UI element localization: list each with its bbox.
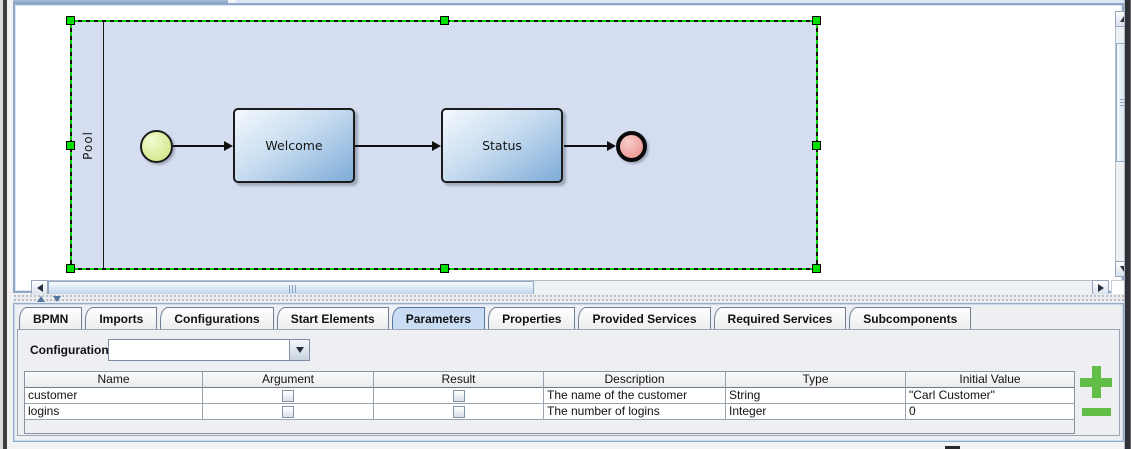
task-status[interactable]: Status: [441, 108, 563, 183]
cell-description[interactable]: The number of logins: [544, 404, 726, 420]
thumb-grip-icon: [289, 285, 297, 293]
tab-start-elements[interactable]: Start Elements: [276, 307, 389, 329]
argument-checkbox[interactable]: [282, 405, 294, 418]
tab-required-services[interactable]: Required Services: [713, 307, 847, 329]
pool-label: Pool: [80, 130, 95, 160]
combobox-dropdown-button[interactable]: [289, 340, 309, 360]
tab-parameters[interactable]: Parameters: [391, 307, 486, 329]
column-header-name: Name: [25, 372, 203, 388]
horizontal-scrollbar-thumb[interactable]: [48, 281, 534, 295]
remove-parameter-button[interactable]: [1082, 408, 1111, 416]
add-parameter-button[interactable]: [1080, 366, 1112, 398]
column-header-type: Type: [726, 372, 906, 388]
cell-description[interactable]: The name of the customer: [544, 388, 726, 404]
tab-bpmn[interactable]: BPMN: [19, 307, 83, 329]
cell-argument: [203, 404, 374, 420]
properties-panel: BPMN Imports Configurations Start Elemen…: [13, 303, 1124, 442]
task-label: Status: [482, 138, 522, 153]
column-header-initial-value: Initial Value: [906, 372, 1074, 388]
start-event[interactable]: [140, 130, 173, 163]
window-frame-right: [1124, 0, 1131, 449]
cell-initial-value[interactable]: 0: [906, 404, 1074, 420]
selection-handle-e[interactable]: [812, 141, 821, 150]
table-row[interactable]: customer The name of the customer String…: [25, 388, 1074, 404]
scroll-left-icon: [36, 284, 43, 292]
selection-handle-w[interactable]: [66, 141, 75, 150]
cell-name[interactable]: customer: [25, 388, 203, 404]
top-tab-partial[interactable]: [13, 0, 230, 4]
result-checkbox[interactable]: [452, 389, 465, 402]
bpmn-canvas[interactable]: Pool Welcome Status: [32, 11, 1115, 278]
tab-imports[interactable]: Imports: [85, 307, 158, 329]
selection-handle-ne[interactable]: [812, 16, 821, 25]
arrowhead-icon: [224, 141, 233, 151]
scroll-right-icon: [1097, 284, 1104, 292]
argument-checkbox[interactable]: [282, 389, 294, 402]
table-header-row: Name Argument Result Description Type In…: [25, 372, 1074, 388]
selection-handle-n[interactable]: [440, 16, 449, 25]
tab-provided-services[interactable]: Provided Services: [578, 307, 711, 329]
sequence-flow-3[interactable]: [564, 141, 616, 151]
tab-subcomponents[interactable]: Subcomponents: [849, 307, 972, 329]
collapse-up-icon[interactable]: [37, 296, 45, 302]
cell-name[interactable]: logins: [25, 404, 203, 420]
configuration-label: Configuration: [30, 343, 109, 357]
sequence-flow-2[interactable]: [355, 141, 441, 151]
result-checkbox[interactable]: [452, 405, 465, 418]
bottom-edge-artifact: [945, 446, 960, 449]
scroll-up-icon: [1119, 16, 1128, 22]
selection-handle-sw[interactable]: [66, 264, 75, 273]
configuration-combobox[interactable]: [108, 339, 310, 361]
tab-configurations[interactable]: Configurations: [160, 307, 274, 329]
collapse-down-icon[interactable]: [53, 296, 61, 302]
dropdown-arrow-icon: [295, 347, 304, 353]
cell-result: [374, 404, 544, 420]
cell-argument: [203, 388, 374, 404]
column-header-argument: Argument: [203, 372, 374, 388]
cell-type[interactable]: String: [726, 388, 906, 404]
pool-lane-divider: [103, 22, 104, 268]
cell-type[interactable]: Integer: [726, 404, 906, 420]
configuration-value[interactable]: [109, 340, 289, 360]
sequence-flow-1[interactable]: [173, 141, 233, 151]
parameters-table: Name Argument Result Description Type In…: [24, 371, 1075, 434]
scroll-down-icon: [1119, 266, 1128, 272]
arrowhead-icon: [432, 141, 441, 151]
top-tab-strip: [236, 0, 1124, 4]
selection-handle-se[interactable]: [812, 264, 821, 273]
task-label: Welcome: [265, 138, 323, 153]
column-header-result: Result: [374, 372, 544, 388]
cell-result: [374, 388, 544, 404]
tab-properties[interactable]: Properties: [488, 307, 576, 329]
selection-handle-nw[interactable]: [66, 16, 75, 25]
table-row[interactable]: logins The number of logins Integer 0: [25, 404, 1074, 420]
cell-initial-value[interactable]: "Carl Customer": [906, 388, 1074, 404]
panel-tabbar: BPMN Imports Configurations Start Elemen…: [19, 306, 972, 329]
diagram-scrollpane: Pool Welcome Status: [13, 3, 1131, 296]
window-frame-left: [0, 0, 13, 449]
end-event[interactable]: [616, 131, 647, 162]
arrowhead-icon: [607, 141, 616, 151]
column-header-description: Description: [544, 372, 726, 388]
panel-splitter[interactable]: [13, 294, 1124, 303]
selection-handle-s[interactable]: [440, 264, 449, 273]
task-welcome[interactable]: Welcome: [233, 108, 355, 183]
parameters-tab-content: Configuration Name Argument Result Descr…: [17, 329, 1120, 436]
